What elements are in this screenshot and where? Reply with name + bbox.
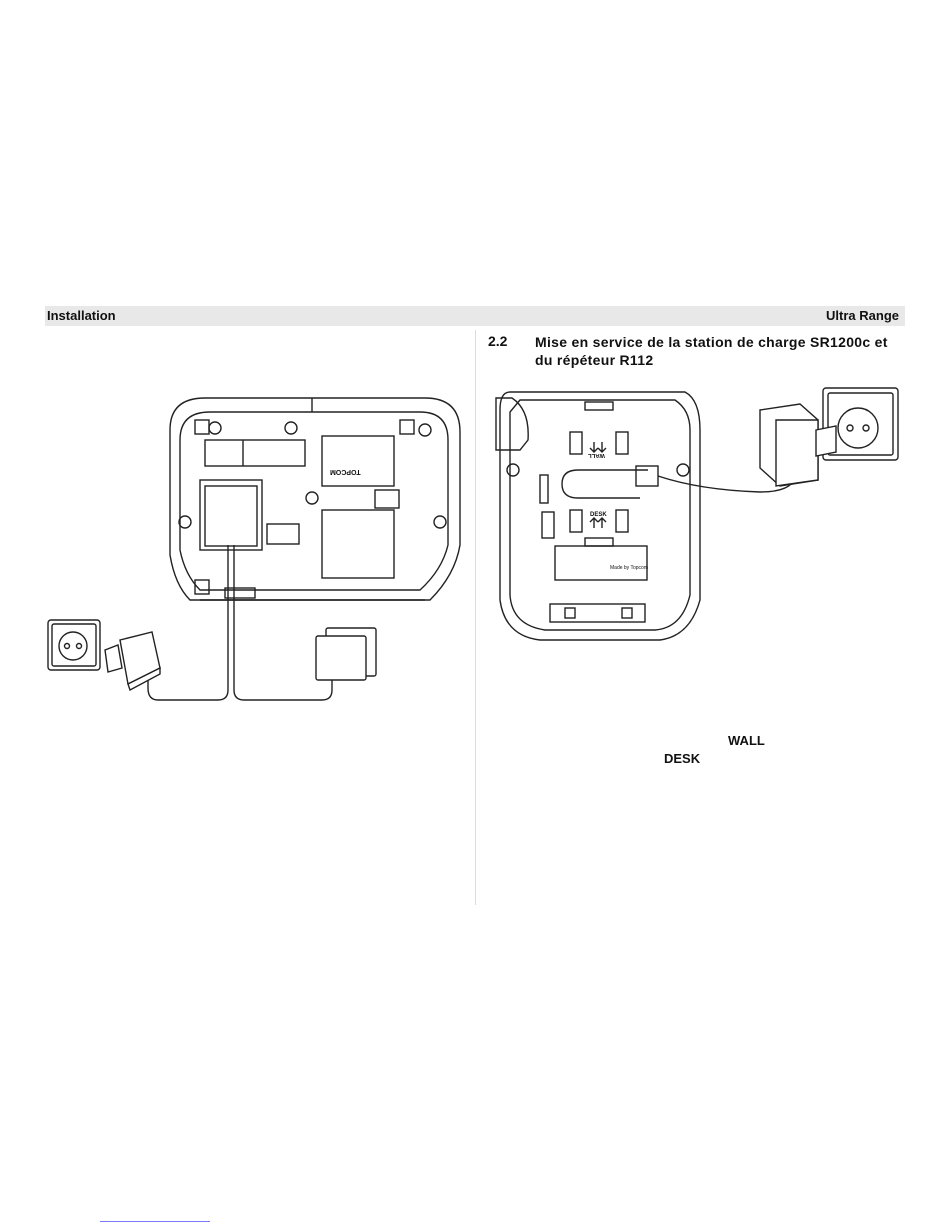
bottom-tray: [550, 604, 645, 622]
base-label-plate: [555, 546, 647, 580]
brand-logo-text: TOPCOM: [330, 468, 361, 475]
footer-link-underline: [100, 1221, 210, 1222]
base-desk-mark: DESK: [590, 512, 607, 518]
base-wall-mark: WALL: [588, 452, 605, 458]
dc-jack: [636, 466, 658, 486]
power-adapter-base: [760, 404, 836, 486]
top-slot: [585, 402, 613, 410]
cable-routing: [562, 470, 648, 498]
arrow-down-icon: [590, 442, 606, 452]
mount-hole-right: [677, 464, 689, 476]
arrow-up-icon: [590, 518, 606, 528]
mount-hole-left: [507, 464, 519, 476]
made-by-text: Made by Topcom: [610, 565, 648, 571]
